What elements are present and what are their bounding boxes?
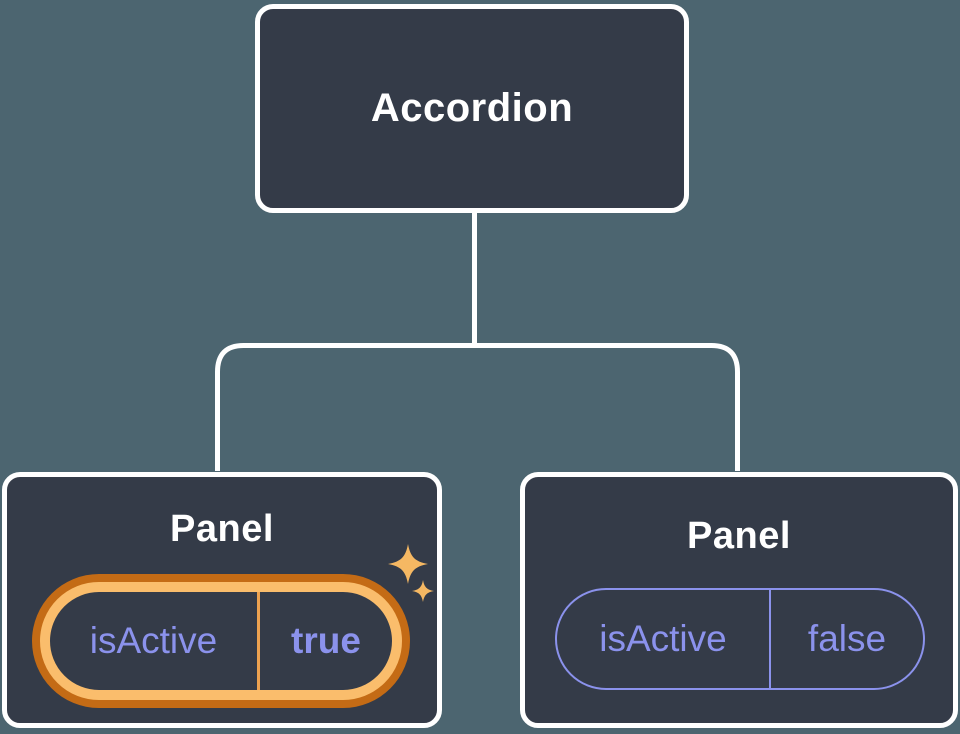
pill-divider bbox=[257, 592, 260, 690]
sparkle-large-icon bbox=[388, 544, 428, 584]
accordion-label: Accordion bbox=[370, 86, 574, 130]
state-pill-active: isActive true bbox=[40, 582, 402, 700]
panel-title: Panel bbox=[170, 508, 274, 550]
sparkle-small-icon bbox=[412, 580, 434, 602]
state-key: isActive bbox=[89, 620, 218, 661]
state-value: true bbox=[291, 620, 361, 661]
panel-node-active: Panel isActive true bbox=[2, 472, 442, 728]
connector-branch bbox=[215, 343, 740, 471]
state-value: false bbox=[807, 618, 887, 659]
panel-node-inactive: Panel isActive false bbox=[520, 472, 958, 728]
accordion-node: Accordion bbox=[255, 4, 689, 213]
state-key: isActive bbox=[599, 618, 727, 659]
sparkles-icon bbox=[388, 544, 434, 602]
state-pill-inactive: isActive false bbox=[555, 588, 925, 690]
pill-divider bbox=[769, 590, 771, 688]
panel-title: Panel bbox=[687, 515, 791, 557]
